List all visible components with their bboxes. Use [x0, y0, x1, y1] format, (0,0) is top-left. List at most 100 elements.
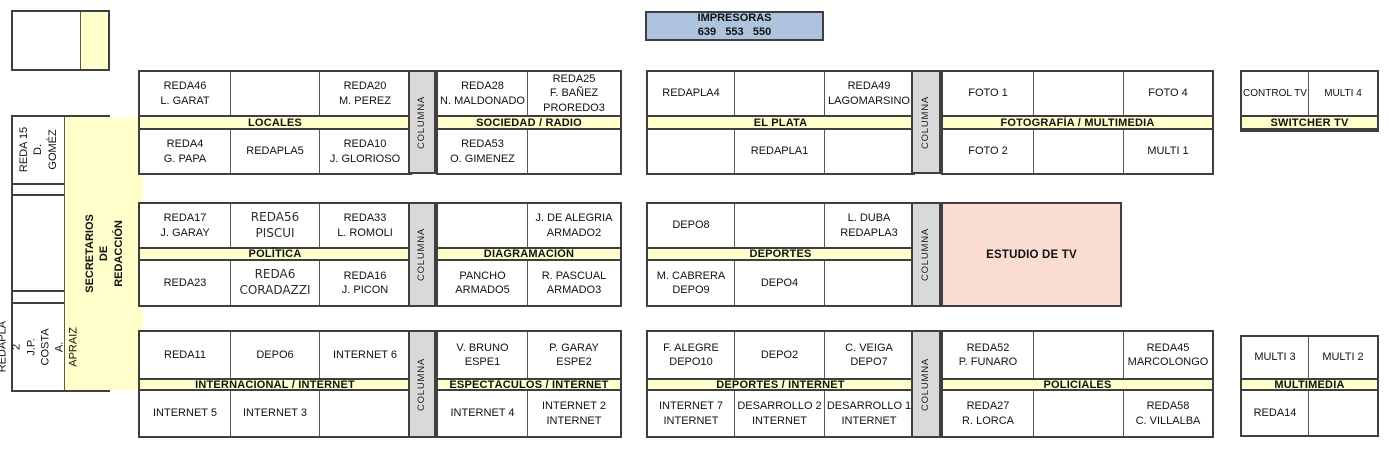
- secretarios-label: SECRETARIOS DE REDACCIÓN: [83, 214, 125, 293]
- sidebar-desk-redapla2: REDAPLA 2 J.P. COSTA A. APRAIZ: [0, 304, 80, 390]
- desk-cell: MULTI 2: [1322, 351, 1364, 364]
- section-label: FOTOGRAFÍA / MULTIMEDIA: [1000, 116, 1155, 129]
- columna-strip: COLUMNA: [911, 70, 941, 174]
- desk-cell: REDA14: [1242, 391, 1309, 435]
- desk-cell: [438, 204, 528, 247]
- section-label: DEPORTES / INTERNET: [716, 378, 845, 391]
- desk-cell: DESARROLLO 1 INTERNET: [826, 400, 912, 427]
- desk-cell: REDA33 L. ROMOLI: [337, 212, 393, 239]
- desk-cell: REDA49 LAGOMARSINO: [828, 80, 910, 107]
- section-band: MULTIMEDIA: [1242, 378, 1377, 391]
- desk-row: REDAPLA4 REDA49 LAGOMARSINO: [648, 72, 913, 115]
- secretarios-sidebar: REDA 15 D. GOMÉZ REDAPLA 2 J.P. COSTA A.…: [0, 115, 144, 392]
- desk-cell: R. PASCUAL ARMADO3: [541, 269, 607, 296]
- columna-strip: COLUMNA: [408, 330, 436, 438]
- columna-label: COLUMNA: [920, 227, 932, 282]
- sidebar-desk-column: REDA 15 D. GOMÉZ REDAPLA 2 J.P. COSTA A.…: [0, 117, 80, 390]
- desk-cell: REDA45 MARCOLONGO: [1127, 341, 1209, 368]
- section-label: POLICIALES: [1043, 378, 1112, 391]
- sidebar-desk-label: REDA 15 D. GOMÉZ: [17, 127, 59, 173]
- desk-cell: REDA52 P. FUNARO: [943, 332, 1034, 378]
- sidebar-desk-empty: [13, 196, 64, 293]
- desk-row: REDAPLA1: [648, 130, 913, 173]
- desk-cell: INTERNET 5: [140, 391, 231, 436]
- desk-cell: DEPO2: [735, 332, 825, 378]
- desk-cell: REDAPLA4: [648, 72, 735, 115]
- section-label: SOCIEDAD / RADIO: [476, 116, 582, 129]
- desk-cell: [1309, 391, 1377, 435]
- desk-cell: REDA10 J. GLORIOSO: [329, 138, 401, 165]
- columna-strip: COLUMNA: [408, 202, 436, 307]
- desk-cell: REDA20 M. PEREZ: [339, 80, 391, 107]
- desk-cell: [825, 130, 913, 173]
- desk-cell: V. BRUNO ESPE1: [438, 332, 528, 378]
- section-label: DIAGRAMACIÓN: [483, 248, 575, 260]
- columna-label: COLUMNA: [416, 357, 428, 411]
- desk-row: REDA53 O. GIMENEZ: [438, 130, 620, 173]
- impresoras-numbers: 639 553 550: [697, 26, 772, 38]
- desk-cell: [648, 130, 735, 173]
- desk-row: MULTI 3 MULTI 2: [1242, 337, 1377, 378]
- desk-cell: REDA58 C. VILLALBA: [1135, 400, 1201, 427]
- desk-cell: C. VEIGA DEPO7: [845, 341, 893, 368]
- columna-strip: COLUMNA: [408, 70, 436, 174]
- section-label: INTERNACIONAL / INTERNET: [195, 378, 355, 391]
- desk-cell: INTERNET 3: [231, 391, 320, 436]
- section-band: INTERNACIONAL / INTERNET: [140, 378, 410, 391]
- desk-cell: PANCHO ARMADO5: [438, 261, 528, 305]
- desk-cell: REDA25 F. BAÑEZ PROREDO3: [543, 73, 605, 114]
- corner-box-yellow-area: [81, 12, 108, 69]
- section-band: DIAGRAMACIÓN: [438, 247, 620, 261]
- desk-row: PANCHO ARMADO5 R. PASCUAL ARMADO3: [438, 261, 620, 305]
- impresoras-title: IMPRESORAS: [697, 12, 772, 25]
- columna-label: COLUMNA: [416, 227, 428, 282]
- desk-cell: REDAPLA5: [231, 130, 320, 173]
- corner-box: [11, 10, 110, 71]
- desk-row: V. BRUNO ESPE1 P. GARAY ESPE2: [438, 332, 620, 378]
- desk-cell: FOTO 4: [1148, 87, 1188, 100]
- sidebar-desk-reda15: REDA 15 D. GOMÉZ: [13, 117, 64, 185]
- section-label: MULTIMEDIA: [1274, 378, 1345, 391]
- section-band: LOCALES: [140, 115, 410, 130]
- desk-cell: INTERNET 2 INTERNET: [542, 400, 606, 427]
- desk-cell: [1034, 72, 1124, 115]
- desk-cell: MULTI 1: [1147, 145, 1189, 158]
- desk-cell: [825, 261, 913, 305]
- sidebar-spacer: [13, 185, 64, 196]
- section-band: DEPORTES / INTERNET: [648, 378, 913, 391]
- columna-label: COLUMNA: [416, 95, 428, 149]
- desk-cell: REDA17 J. GARAY: [140, 204, 231, 247]
- desk-cell: DEPO8: [648, 204, 735, 247]
- desk-cell: [320, 391, 410, 436]
- desk-cell: MULTI 3: [1242, 337, 1309, 378]
- columna-strip: COLUMNA: [911, 330, 941, 438]
- desk-cell: M. CABRERA DEPO9: [648, 261, 735, 305]
- desk-cell: REDA6 CORADAZZI: [231, 261, 320, 305]
- section-band: EL PLATA: [648, 115, 913, 130]
- columna-label: COLUMNA: [920, 95, 932, 149]
- impresoras-box: IMPRESORAS 639 553 550: [645, 11, 824, 41]
- desk-cell: J. DE ALEGRIA ARMADO2: [535, 212, 613, 239]
- estudio-tv-box: ESTUDIO DE TV: [941, 202, 1122, 307]
- desk-cell: P. GARAY ESPE2: [549, 341, 599, 368]
- desk-cell: REDA56 PISCUI: [231, 204, 320, 247]
